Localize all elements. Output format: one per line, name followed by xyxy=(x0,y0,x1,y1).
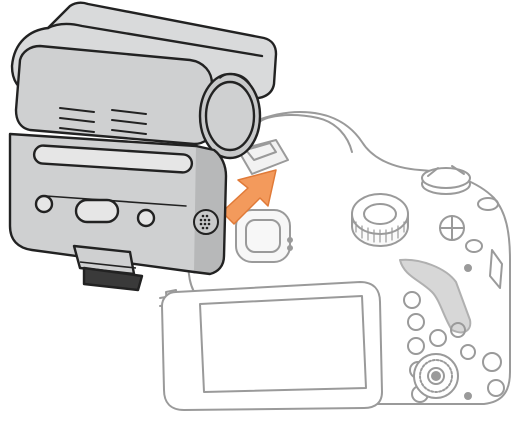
illustration-canvas xyxy=(0,0,518,422)
